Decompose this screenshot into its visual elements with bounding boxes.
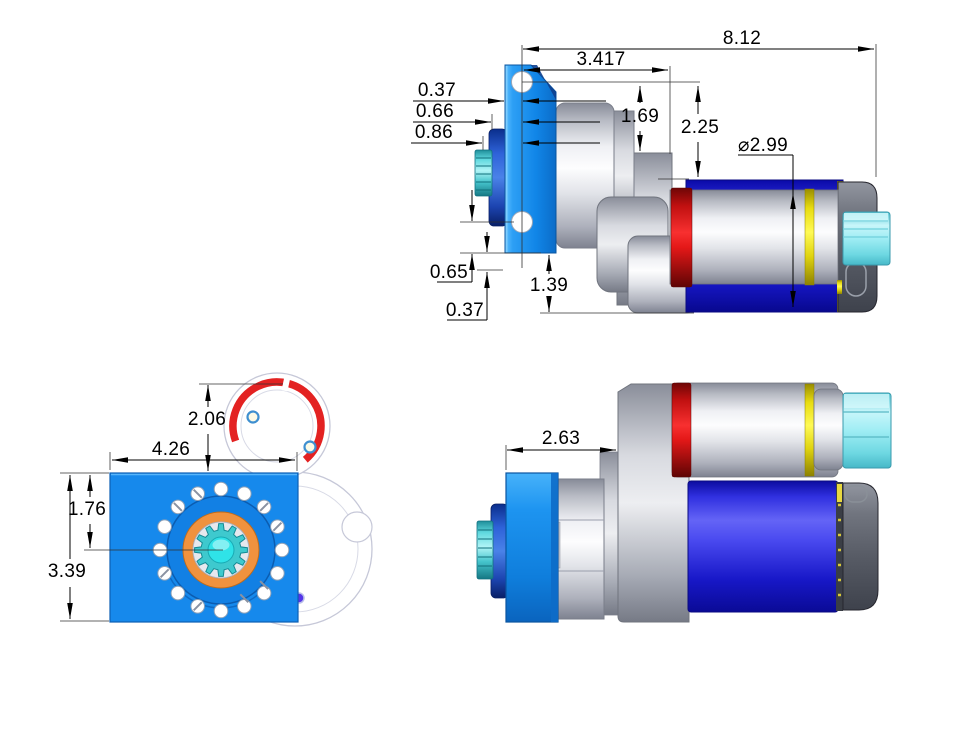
dim-hole-to-plate: 0.37 bbox=[413, 80, 606, 104]
solenoid-end-b bbox=[813, 388, 844, 471]
dim-plate-to-housing: 2.63 bbox=[505, 428, 616, 470]
brush-yellow-sliver bbox=[837, 484, 842, 502]
dim-text: 0.37 bbox=[446, 300, 484, 321]
dim-overall-length: 8.12 bbox=[523, 28, 874, 52]
dim-text: 1.39 bbox=[530, 275, 568, 296]
mounting-bracket-side bbox=[505, 472, 559, 623]
dim-text: 2.25 bbox=[681, 117, 719, 138]
view-side-upper: 8.12 3.417 0.37 0.66 bbox=[411, 28, 891, 321]
dim-hole-to-spline: 0.86 bbox=[411, 122, 600, 150]
dim-motor-diameter: ⌀2.99 bbox=[738, 135, 796, 307]
drive-housing bbox=[617, 383, 690, 623]
dim-base-to-bottom: 1.39 bbox=[530, 255, 568, 312]
dim-top-to-axis: 1.76 bbox=[68, 475, 106, 548]
gear-housing-b bbox=[557, 478, 605, 620]
flange-hole-right bbox=[303, 440, 317, 454]
terminal-highlight-b bbox=[844, 394, 889, 408]
dim-flange-top-offset: 2.06 bbox=[188, 383, 283, 471]
solenoid-yellow-ring-b bbox=[804, 383, 815, 477]
spline-teeth-b bbox=[478, 529, 492, 567]
terminal-block bbox=[842, 211, 891, 266]
spline-shaft-b bbox=[476, 520, 494, 580]
dim-axis-to-motor: 2.25 bbox=[681, 86, 719, 177]
terminal-grooves bbox=[843, 220, 888, 238]
motor-endcap-b bbox=[842, 482, 879, 611]
dim-text: 4.26 bbox=[152, 439, 190, 460]
hub-boss-arc bbox=[165, 569, 266, 609]
dim-text: 1.76 bbox=[68, 499, 106, 520]
outline-bump bbox=[341, 511, 373, 543]
dim-mount-to-face: 3.417 bbox=[524, 49, 668, 73]
yellow-sliver bbox=[837, 280, 842, 294]
dim-text: 0.37 bbox=[418, 80, 456, 101]
dim-text: ⌀2.99 bbox=[738, 135, 788, 156]
endcap-slot-b bbox=[844, 485, 868, 503]
dim-text: 1.69 bbox=[621, 106, 659, 127]
solenoid-group-b bbox=[671, 382, 892, 478]
view-side-lower: 2.63 bbox=[476, 382, 892, 623]
dim-hole-to-collar: 0.66 bbox=[413, 101, 600, 130]
dim-text: 0.66 bbox=[416, 101, 454, 122]
dim-plate-width: 4.26 bbox=[109, 439, 298, 471]
view-front: 2.06 4.26 1.76 3.39 bbox=[48, 372, 373, 627]
dim-text: 3.417 bbox=[576, 49, 625, 70]
flange-hole-left bbox=[246, 410, 260, 424]
terminal-grooves-b bbox=[843, 411, 889, 438]
motor-cylinder bbox=[687, 480, 839, 613]
outline-solenoid-circle bbox=[223, 372, 331, 480]
solenoid-red-ring-b bbox=[671, 382, 692, 478]
dim-text: 2.06 bbox=[188, 409, 226, 430]
gear-housing-steps bbox=[558, 519, 604, 572]
outline-solenoid-inner bbox=[240, 389, 314, 463]
dim-text: 2.63 bbox=[542, 428, 580, 449]
screw-slots bbox=[159, 488, 283, 612]
spline-shaft bbox=[474, 149, 493, 197]
dim-hole-to-base: 0.65 bbox=[430, 190, 475, 283]
hub-shaft-highlight bbox=[212, 539, 230, 551]
brush-strip-b bbox=[836, 482, 843, 611]
dim-text: 0.65 bbox=[430, 262, 468, 283]
dim-axis-to-shoulder: 1.69 bbox=[621, 86, 659, 151]
bolt-circle-holes bbox=[152, 481, 290, 619]
bracket-rim bbox=[551, 473, 558, 622]
solenoid-red-ring bbox=[670, 187, 693, 288]
brush-ticks bbox=[838, 503, 841, 597]
dim-text: 0.86 bbox=[415, 122, 453, 143]
solenoid-group bbox=[669, 187, 891, 294]
dim-plate-height: 3.39 bbox=[48, 472, 109, 622]
solenoid-yellow-ring bbox=[804, 188, 815, 286]
terminal-highlight bbox=[844, 213, 888, 222]
mounting-bracket bbox=[504, 64, 557, 254]
snap-ring-notch bbox=[281, 376, 291, 392]
dim-text: 3.39 bbox=[48, 561, 86, 582]
spline-teeth bbox=[476, 157, 491, 191]
dim-base-step: 0.37 bbox=[446, 232, 490, 321]
dim-text: 8.12 bbox=[723, 28, 761, 49]
